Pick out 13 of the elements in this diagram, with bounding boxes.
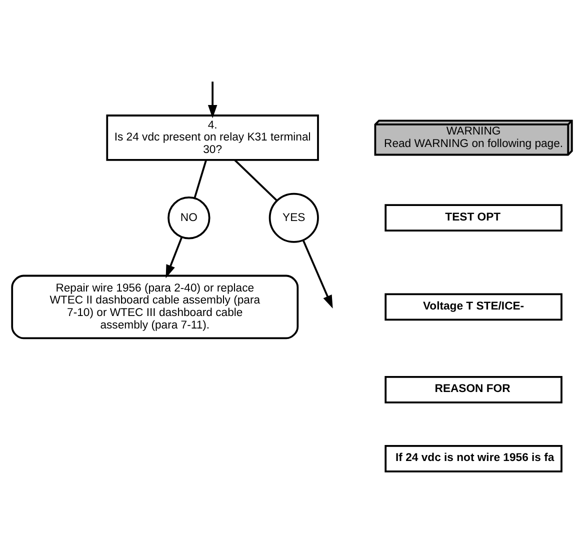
label: If 24 vdc is not wire 1956 is fa [396,452,554,464]
node-circle: NO [168,196,210,240]
arrow [302,240,333,309]
label: TEST OPT [445,211,501,224]
node-circle: YES [268,192,319,243]
label: Voltage T STE/ICE- [422,300,524,312]
node-box: 4. Is 24 vdc present on relay K31 terminal 30? [106,114,319,161]
arrow [166,236,183,278]
connector [194,160,208,198]
node-box: Repair wire 1956 (para 2-40) or replace WTEC II dashboard cable assembly (para 7-10) or WTEC III dashboard cable assembly (para 7-11). [11,274,299,340]
arrow [208,82,218,118]
connector [234,159,278,202]
label: REASON FOR [434,383,510,396]
